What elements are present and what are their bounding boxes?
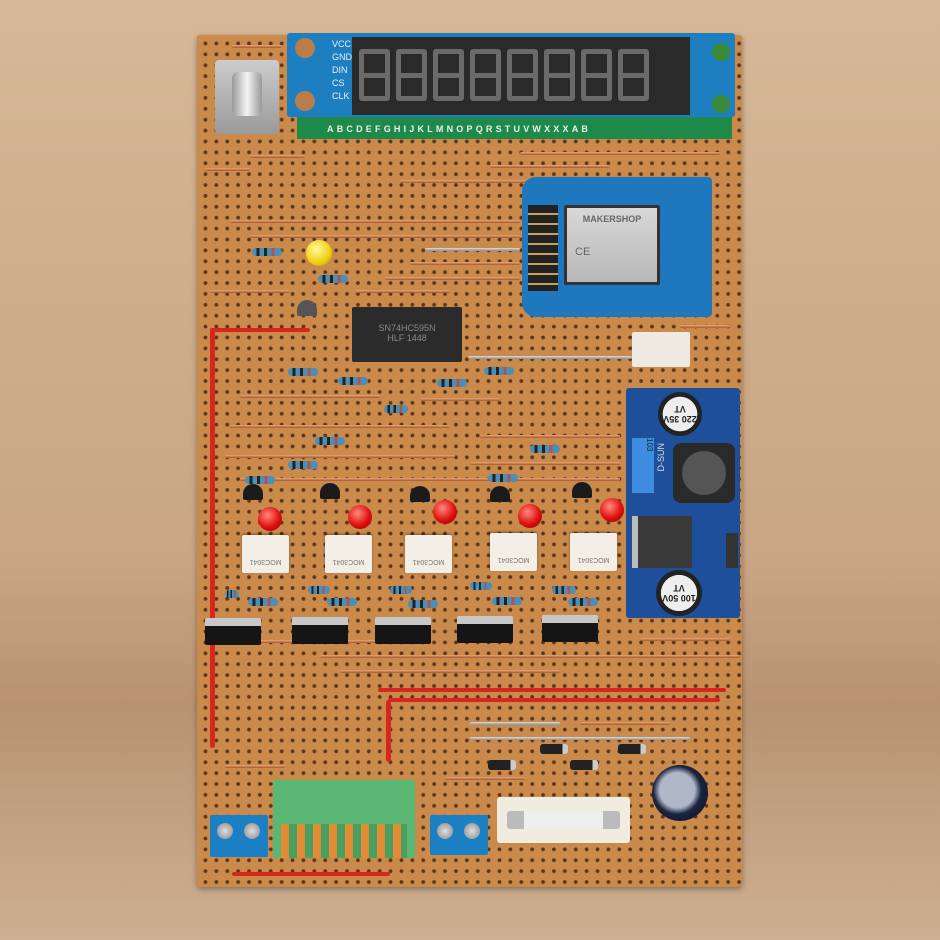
optocoupler: MOC3041	[325, 535, 372, 573]
triac	[205, 618, 261, 645]
triac	[542, 615, 598, 642]
red-led	[518, 504, 542, 528]
electrolytic-capacitor	[652, 765, 708, 821]
red-led	[600, 498, 624, 522]
glass-fuse	[507, 811, 620, 829]
red-led	[258, 507, 282, 531]
pin-gnd: GND	[332, 52, 352, 62]
optocoupler: MOC3041	[405, 535, 452, 573]
resistor	[252, 248, 282, 256]
brand-label: MAKERSHOP	[582, 214, 642, 224]
buck-label: D-SUN	[656, 443, 666, 472]
triac	[292, 617, 348, 644]
screw-terminal[interactable]	[430, 815, 488, 855]
capacitor-bottom: 100 50V VT	[656, 570, 702, 616]
transistor	[243, 484, 263, 500]
diode-smd	[726, 533, 738, 568]
buck-converter-module: 220 35V VT 103 D-SUN 100 50V VT	[626, 388, 740, 618]
pin-labels: VCC GND DIN CS CLK	[332, 38, 352, 103]
rotary-encoder[interactable]	[215, 60, 279, 134]
pin-clk: CLK	[332, 91, 350, 101]
yellow-led	[306, 240, 332, 266]
inductor	[673, 443, 735, 503]
jst-connector[interactable]	[632, 332, 690, 367]
pin-din: DIN	[332, 65, 348, 75]
shift-register-chip: SN74HC595N HLF 1448	[352, 307, 462, 362]
red-led	[348, 505, 372, 529]
resistor	[318, 275, 348, 283]
transistor	[410, 486, 430, 502]
pin-vcc: VCC	[332, 39, 352, 49]
esp-shield: MAKERSHOP CE	[564, 205, 660, 285]
regulator-ic	[632, 516, 692, 568]
transistor	[320, 483, 340, 499]
triac	[457, 616, 513, 643]
screw-terminal[interactable]	[210, 815, 268, 857]
optocoupler: MOC3041	[490, 533, 537, 571]
chip-label: SN74HC595N	[378, 323, 436, 333]
triac	[375, 617, 431, 644]
optocoupler: MOC3041	[570, 533, 617, 571]
red-led	[433, 500, 457, 524]
trim-potentiometer[interactable]: 103	[632, 438, 654, 493]
transistor	[490, 486, 510, 502]
header-letter-strip: ABCDEFGHIJKLMNOPQRSTUVWXXXAB	[297, 117, 732, 139]
optocoupler: MOC3041	[242, 535, 289, 573]
pin-cs: CS	[332, 78, 345, 88]
pluggable-terminal-block[interactable]	[273, 780, 415, 858]
wifi-module: MAKERSHOP CE	[522, 177, 712, 317]
transistor	[297, 300, 317, 316]
fuse-holder[interactable]	[497, 797, 630, 843]
capacitor-top: 220 35V VT	[658, 392, 702, 436]
encoder-knob[interactable]	[232, 72, 262, 116]
seven-segment-display-module: VCC GND DIN CS CLK	[287, 33, 735, 117]
ce-mark: CE	[575, 246, 591, 258]
transistor	[572, 482, 592, 498]
led-digits	[352, 37, 690, 115]
antenna	[528, 205, 558, 291]
chip-sublabel: HLF 1448	[387, 333, 427, 343]
